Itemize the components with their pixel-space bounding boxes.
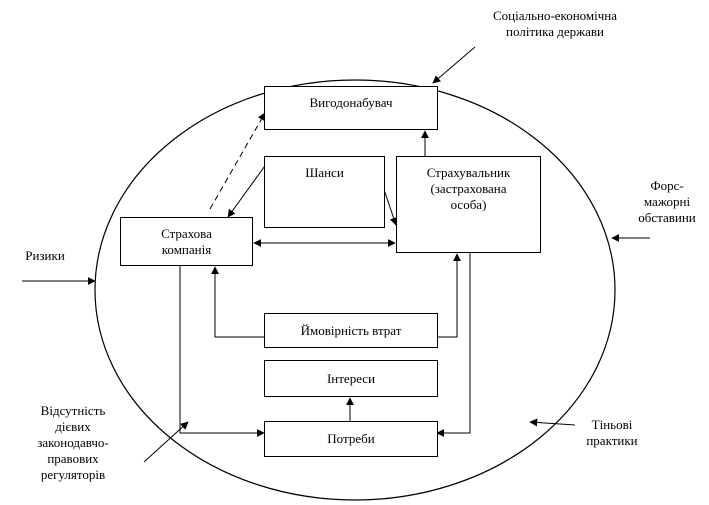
needs-label: Потреби [327,431,375,446]
needs-box: Потреби [264,421,438,457]
arrow-loss-to-insured [437,253,461,338]
arrow-shadow [529,418,576,427]
loss-probability-box: Ймовірність втрат [264,313,438,348]
insurer-box: Страхова компанія [120,217,253,266]
arrow-insurer-to-needs [179,266,265,437]
risks-label: Ризики [25,248,65,263]
interests-box: Інтереси [264,360,438,397]
system-ellipse [94,79,616,501]
arrow-regulators [143,421,189,463]
arrow-insurer-to-beneficiary [209,112,266,210]
loss-probability-label: Ймовірність втрат [300,322,402,338]
chances-label: Шанси [305,165,344,180]
force-majeure-label: Форс- мажорні обставини [638,178,696,225]
arrow-chances-to-insurer [227,162,268,218]
state-policy-label: Соціально-економічна політика держави [492,8,618,39]
insured-box: Страхувальник (застрахована особа) [396,156,541,253]
insurer-label: Страхова компанія [161,225,212,257]
arrow-insured-to-needs [436,253,471,437]
insured-label: Страхувальник (застрахована особа) [426,165,511,212]
beneficiary-label: Вигодонабувач [309,95,393,110]
chances-box: Шанси [264,156,385,228]
shadow-practices-label: Тіньові практики [586,417,638,448]
arrow-state-policy [432,46,476,84]
arrow-loss-to-insurer [211,266,265,338]
interests-label: Інтереси [326,370,376,386]
beneficiary-box: Вигодонабувач [264,86,438,130]
regulators-label: Відсутність дієвих законодавчо- правових… [37,403,109,482]
